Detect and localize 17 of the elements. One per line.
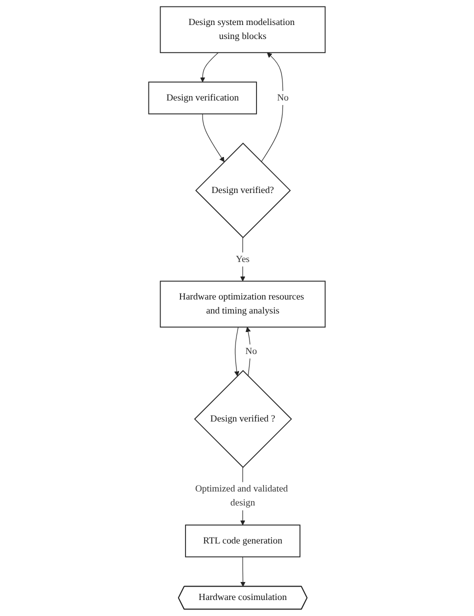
node-box: Design verification [148, 82, 257, 114]
node-box: RTL code generation [185, 524, 300, 558]
edge-label: No [245, 346, 258, 356]
arrow [234, 326, 240, 376]
arrow [202, 114, 224, 162]
edge-label: Yes [236, 254, 250, 264]
arrow [240, 237, 246, 282]
arrow [246, 326, 251, 376]
node-box: Hardware optimization resources and timing analysis [160, 280, 326, 328]
node-diamond: Design verified ? [194, 370, 292, 468]
arrow [261, 52, 284, 162]
arrow [200, 52, 219, 82]
node-diamond: Design verified? [195, 142, 291, 238]
edge-label: No [277, 92, 289, 103]
edge-label: Optimized and validated design [195, 484, 288, 508]
node-box: Design system modelisation using blocks [160, 6, 326, 54]
arrow [240, 556, 246, 587]
